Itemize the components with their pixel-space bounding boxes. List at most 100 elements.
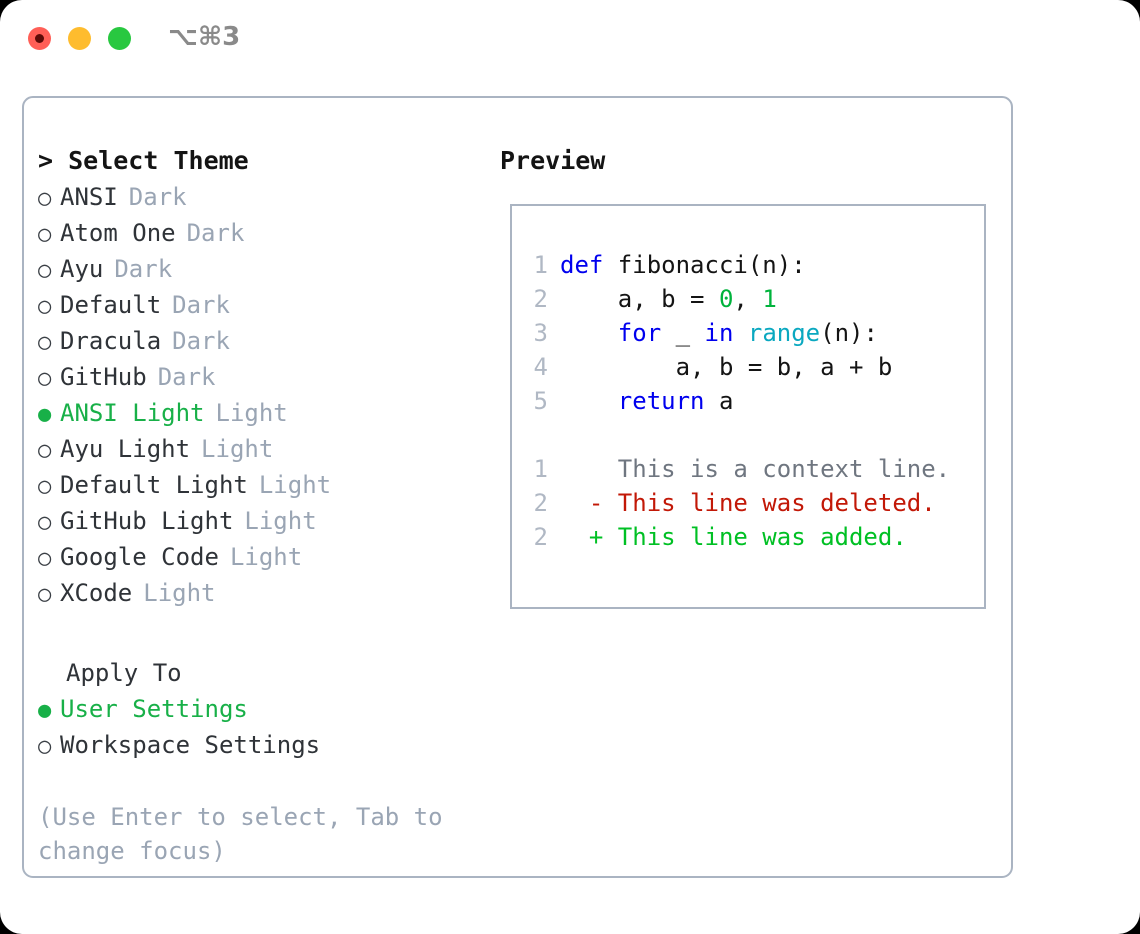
theme-variant-badge: Light	[244, 507, 317, 535]
theme-option-label: GitHub	[60, 363, 147, 391]
theme-option-label: ANSI	[60, 183, 118, 211]
code-line-text: for _ in range(n):	[560, 316, 878, 350]
code-token-kw: return	[617, 387, 705, 415]
theme-option-label: Dracula	[60, 327, 162, 355]
code-line-number: 3	[533, 319, 548, 347]
code-token-id: ,	[733, 285, 763, 313]
diff-line-number: 2	[533, 489, 548, 517]
theme-option-dracula[interactable]: ○ Dracula Dark	[38, 324, 478, 360]
minimize-button[interactable]	[68, 27, 91, 50]
code-token-id: a	[704, 387, 734, 415]
radio-selected-icon: ●	[38, 402, 52, 427]
theme-variant-badge: Dark	[186, 219, 245, 247]
theme-option-label: XCode	[60, 579, 133, 607]
radio-unselected-icon: ○	[38, 294, 52, 319]
theme-variant-badge: Light	[258, 471, 332, 499]
apply-to-option-label: User Settings	[60, 695, 248, 723]
code-token-kw: def	[560, 251, 604, 279]
theme-option-label: GitHub Light	[60, 507, 234, 535]
code-token-kw: in	[704, 319, 734, 347]
theme-option-label: Ayu	[60, 255, 104, 283]
diff-lines: 1 This is a context line.2 - This line w…	[524, 452, 978, 554]
apply-to-list[interactable]: ● User Settings ○ Workspace Settings	[38, 692, 478, 764]
theme-variant-badge: Light	[229, 543, 303, 571]
apply-to-option-label: Workspace Settings	[60, 731, 321, 759]
theme-option-label: Google Code	[60, 543, 219, 571]
code-token-id: _	[661, 319, 705, 347]
code-line-number: 4	[533, 353, 548, 381]
apply-to-section: Apply To ● User Settings ○ Workspace Settin…	[38, 656, 478, 764]
theme-option-label: Atom One	[60, 219, 176, 247]
theme-variant-badge: Dark	[128, 183, 187, 211]
keyboard-shortcut-label: ⌥⌘3	[168, 22, 241, 52]
diff-line-ctx: 1 This is a context line.	[524, 452, 978, 486]
select-theme-heading: > Select Theme	[38, 146, 249, 175]
code-token-num: 0	[718, 285, 734, 313]
radio-unselected-icon: ○	[38, 582, 52, 607]
diff-line-text: This is a context line.	[560, 455, 951, 483]
theme-variant-badge: Light	[215, 399, 288, 427]
diff-line-number: 2	[533, 523, 548, 551]
code-token-id: fibonacci(n):	[603, 251, 806, 279]
diff-line-add: 2 + This line was added.	[524, 520, 978, 554]
code-token-id	[560, 387, 618, 415]
code-line-text: a, b = 0, 1	[560, 282, 777, 316]
close-button[interactable]	[28, 27, 51, 50]
theme-variant-badge: Light	[201, 435, 274, 463]
maximize-button[interactable]	[108, 27, 131, 50]
radio-unselected-icon: ○	[38, 222, 52, 247]
code-line-text: def fibonacci(n):	[560, 248, 806, 282]
radio-unselected-icon: ○	[38, 366, 52, 391]
diff-line-text: - This line was deleted.	[560, 489, 936, 517]
radio-unselected-icon: ○	[38, 330, 52, 355]
code-line: 3 for _ in range(n):	[524, 316, 978, 350]
theme-option-ansi[interactable]: ○ ANSI Dark	[38, 180, 478, 216]
code-line-text: return a	[560, 384, 734, 418]
code-line: 4 a, b = b, a + b	[524, 350, 978, 384]
code-line-number: 2	[533, 285, 548, 313]
theme-variant-badge: Dark	[157, 363, 216, 391]
diff-line-del: 2 - This line was deleted.	[524, 486, 978, 520]
apply-to-heading: Apply To	[66, 659, 182, 687]
code-token-id	[733, 319, 747, 347]
radio-unselected-icon: ○	[38, 734, 52, 759]
theme-variant-badge: Dark	[172, 291, 230, 319]
theme-variant-badge: Dark	[114, 255, 173, 283]
code-line-number: 5	[533, 387, 548, 415]
title-bar: ⌥⌘3	[0, 0, 1140, 78]
theme-option-default[interactable]: ○ Default Dark	[38, 288, 478, 324]
keyboard-hint-text: (Use Enter to select, Tab to change focu…	[38, 803, 458, 865]
preview-heading: Preview	[500, 146, 606, 175]
code-line-text: a, b = b, a + b	[560, 350, 893, 384]
theme-variant-badge: Dark	[172, 327, 230, 355]
theme-option-github[interactable]: ○ GitHub Dark	[38, 360, 478, 396]
theme-option-label: Default	[60, 291, 162, 319]
diff-line-number: 1	[533, 455, 548, 483]
radio-unselected-icon: ○	[38, 186, 52, 211]
code-token-kw: for	[617, 319, 662, 347]
apply-to-option-user-settings[interactable]: ● User Settings	[38, 692, 478, 728]
apply-to-option-workspace-settings[interactable]: ○ Workspace Settings	[38, 728, 478, 764]
radio-selected-icon: ●	[38, 698, 52, 723]
code-token-id: a, b =	[560, 285, 719, 313]
code-token-id: a, b = b, a + b	[560, 353, 893, 381]
theme-option-atom-one[interactable]: ○ Atom One Dark	[38, 216, 478, 252]
code-token-id: (n):	[820, 319, 878, 347]
radio-unselected-icon: ○	[38, 474, 52, 499]
code-diff-spacer	[524, 418, 978, 452]
